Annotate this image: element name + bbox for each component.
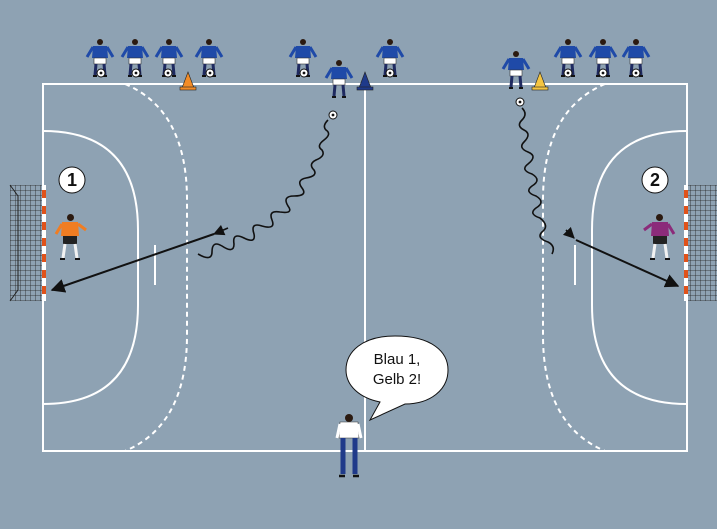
ball-icon xyxy=(132,69,140,77)
dribble-path-left xyxy=(198,120,329,258)
coach-icon xyxy=(337,414,361,476)
ball-icon xyxy=(97,69,105,77)
player-queue-right xyxy=(555,39,649,77)
dribble-arrowhead-right xyxy=(566,230,574,238)
dribble-path-right xyxy=(519,108,553,254)
speech-bubble: Blau 1, Gelb 2! xyxy=(346,336,448,420)
right-goal-area-line xyxy=(592,131,687,404)
ball-icon xyxy=(206,69,214,77)
right-goal-icon xyxy=(684,185,717,301)
player-icon xyxy=(326,60,352,97)
speech-bubble-line1: Blau 1, xyxy=(374,351,421,368)
cone-icon xyxy=(180,72,196,90)
ball-icon xyxy=(386,69,394,77)
ball-icon xyxy=(300,69,308,77)
ball-icon xyxy=(599,69,607,77)
goalkeeper-left xyxy=(56,214,86,259)
marker-1-label: 1 xyxy=(67,170,77,190)
attacker-right xyxy=(503,51,529,106)
player-icon xyxy=(503,51,529,88)
goalkeeper-right xyxy=(644,214,674,259)
ball-icon xyxy=(632,69,640,77)
marker-2: 2 xyxy=(642,167,668,193)
player-queue-left xyxy=(87,39,222,77)
cone-icon xyxy=(532,72,548,90)
speech-bubble-line2: Gelb 2! xyxy=(373,371,421,388)
ball-icon xyxy=(564,69,572,77)
left-goal-icon xyxy=(10,185,46,301)
dribble-arrowhead-left xyxy=(214,228,228,234)
ball-icon xyxy=(516,98,524,106)
cone-icon xyxy=(357,72,373,90)
left-goal-area-line xyxy=(43,131,138,404)
marker-2-label: 2 xyxy=(650,170,660,190)
ball-icon xyxy=(329,111,337,119)
ball-icon xyxy=(164,69,172,77)
attacker-blue xyxy=(326,60,352,119)
marker-1: 1 xyxy=(59,167,85,193)
